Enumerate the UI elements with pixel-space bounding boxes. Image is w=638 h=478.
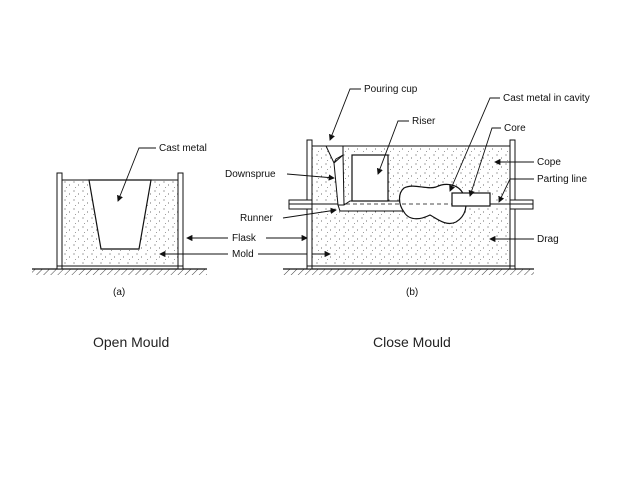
open-leader-cast-metal: [117, 147, 156, 202]
open-flask-right-wall: [177, 172, 184, 270]
label-cope: Cope: [537, 157, 561, 168]
pouring-cup: [325, 145, 344, 165]
sublabel-a: (a): [113, 287, 125, 298]
caption-open-mould: Open Mould: [93, 334, 170, 350]
label-mold: Mold: [232, 249, 254, 260]
leader-riser: [376, 120, 409, 175]
label-runner: Runner: [240, 213, 273, 224]
label-parting-line: Parting line: [537, 174, 587, 185]
leader-downsprue: [286, 173, 335, 181]
label-cast-metal-in-cavity: Cast metal in cavity: [503, 93, 590, 104]
label-core: Core: [504, 123, 526, 134]
open-cast-metal: [88, 179, 152, 250]
open-ground-hatch: [32, 269, 207, 275]
leader-parting-line: [498, 178, 534, 203]
label-flask: Flask: [232, 233, 257, 244]
open-mould-figure: Cast metal (a): [32, 143, 228, 298]
label-riser: Riser: [412, 116, 436, 127]
leader-pouring-cup: [329, 88, 361, 141]
label-pouring-cup: Pouring cup: [364, 84, 418, 95]
leader-cast-metal-in-cavity: [449, 97, 500, 192]
caption-close-mould: Close Mould: [373, 334, 451, 350]
leader-core: [468, 127, 501, 197]
label-downsprue: Downsprue: [225, 169, 276, 180]
sublabel-b: (b): [406, 287, 418, 298]
open-flask-left-wall: [56, 172, 63, 270]
core: [451, 192, 491, 207]
leader-runner: [282, 207, 337, 219]
label-cast-metal: Cast metal: [159, 143, 207, 154]
closed-mould-figure: Pouring cup Riser Cast metal in cavity C…: [225, 84, 590, 298]
closed-ground-hatch: [283, 269, 534, 275]
label-drag: Drag: [537, 234, 559, 245]
